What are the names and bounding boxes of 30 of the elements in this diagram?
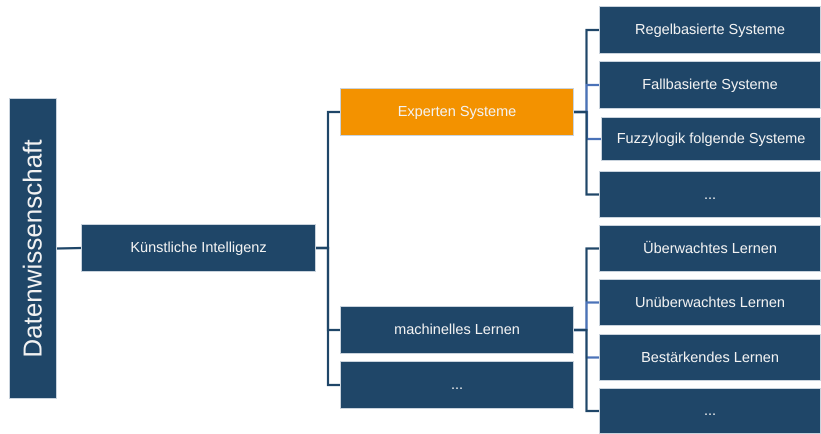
node-label: Bestärkendes Lernen [641,350,779,366]
category-box [599,334,821,381]
category-box [599,388,821,434]
node-label: ... [704,186,716,202]
connector-line [316,246,340,386]
category-box [599,61,821,109]
category-box [601,117,821,161]
node-label: machinelles Lernen [394,322,520,338]
connector-line [574,328,599,412]
connector-line [56,246,82,250]
category-box [599,6,821,54]
node-label: Künstliche Intelligenz [130,240,267,256]
node-label: ... [450,377,464,393]
category-box [340,306,574,354]
category-box [340,88,574,136]
category-box [81,224,316,272]
category-box [599,171,821,218]
category-box [599,225,821,272]
node-label: Überwachtes Lernen [643,240,777,256]
node-label: ... [704,403,716,419]
node-label: Unüberwachtes Lernen [635,294,785,310]
node-label: Fuzzylogik folgende Systeme [616,131,806,147]
node-label: Regelbasierte Systeme [635,22,785,38]
node-label: Fallbasierte Systeme [642,77,778,93]
category-box [9,98,57,399]
category-box [599,279,821,326]
connector-line [574,110,599,196]
node-label: Datenwissenschaft [18,139,48,358]
node-label: Experten Systeme [398,104,516,120]
category-box [340,361,574,409]
